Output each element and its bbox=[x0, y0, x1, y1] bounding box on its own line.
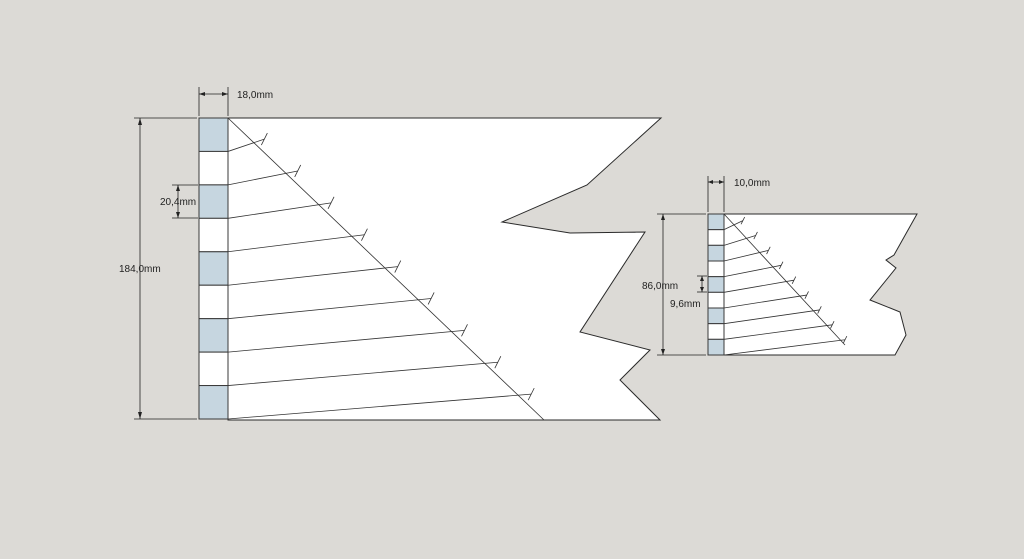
large-taper-line bbox=[227, 117, 545, 421]
small-hatch-line bbox=[723, 250, 769, 262]
small-hatch-line bbox=[723, 294, 807, 309]
small-hatch-tick bbox=[740, 216, 746, 225]
large-hatch-tick bbox=[527, 387, 535, 401]
large-hatch-tick bbox=[260, 132, 268, 146]
small-hatch-tick bbox=[817, 306, 822, 314]
large-hatch-line bbox=[227, 234, 365, 253]
large-hatch-tick bbox=[294, 164, 302, 178]
small-strip-segment bbox=[707, 307, 725, 325]
small-segment-strip bbox=[707, 213, 725, 356]
large-part: 18,0mm 184,0mm 20,4mm bbox=[119, 87, 663, 421]
large-hatch-line bbox=[227, 138, 265, 152]
large-strip-segment bbox=[198, 385, 229, 420]
small-taper-line bbox=[723, 213, 846, 346]
large-height-label: 184,0mm bbox=[119, 264, 161, 275]
small-height-dimension: 86,0mm bbox=[642, 213, 706, 356]
large-hatch-lines bbox=[227, 132, 535, 420]
large-strip-segment bbox=[198, 284, 229, 320]
large-hatch-tick bbox=[361, 228, 368, 241]
small-strip-segment bbox=[707, 244, 725, 262]
small-width-dimension: 10,0mm bbox=[707, 176, 770, 212]
small-segment-label: 9,6mm bbox=[670, 299, 701, 310]
small-hatch-line bbox=[723, 235, 756, 246]
large-hatch-line bbox=[227, 170, 298, 186]
small-hatch-line bbox=[723, 264, 782, 278]
large-strip-segment bbox=[198, 150, 229, 186]
small-part: 10,0mm 86,0mm 9,6mm bbox=[642, 176, 918, 356]
large-hatch-line bbox=[227, 361, 498, 386]
large-strip-segment bbox=[198, 184, 229, 219]
small-width-label: 10,0mm bbox=[734, 178, 770, 189]
large-strip-segment bbox=[198, 217, 229, 253]
small-hatch-line bbox=[723, 309, 820, 325]
large-hatch-tick bbox=[494, 356, 502, 369]
large-hatch-line bbox=[227, 298, 432, 320]
small-hatch-line bbox=[723, 324, 833, 340]
small-strip-segment bbox=[707, 260, 725, 278]
large-width-label: 18,0mm bbox=[237, 90, 273, 101]
small-strip-segment bbox=[707, 338, 725, 356]
large-segment-dimension: 20,4mm bbox=[160, 184, 198, 219]
small-hatch-lines bbox=[723, 216, 848, 356]
small-strip-segment bbox=[707, 276, 725, 293]
large-hatch-line bbox=[227, 393, 532, 420]
large-hatch-tick bbox=[427, 292, 435, 305]
small-hatch-tick bbox=[753, 231, 758, 240]
large-hatch-tick bbox=[327, 196, 335, 210]
large-hatch-tick bbox=[461, 324, 468, 337]
small-hatch-tick bbox=[804, 291, 809, 299]
small-hatch-line bbox=[723, 220, 744, 231]
small-hatch-tick bbox=[791, 276, 797, 284]
large-strip-segment bbox=[198, 351, 229, 387]
small-hatch-tick bbox=[766, 246, 771, 255]
large-hatch-tick bbox=[394, 260, 402, 273]
small-hatch-line bbox=[723, 339, 846, 356]
small-strip-segment bbox=[707, 229, 725, 246]
large-strip-segment bbox=[198, 117, 229, 152]
small-strip-segment bbox=[707, 213, 725, 231]
large-strip-segment bbox=[198, 251, 229, 286]
small-hatch-tick bbox=[842, 335, 848, 344]
small-hatch-tick bbox=[779, 261, 784, 270]
large-hatch-line bbox=[227, 202, 332, 219]
small-strip-segment bbox=[707, 323, 725, 340]
small-strip-segment bbox=[707, 291, 725, 309]
large-segment-strip bbox=[198, 117, 229, 420]
large-width-dimension: 18,0mm bbox=[198, 87, 273, 116]
large-strip-segment bbox=[198, 318, 229, 353]
large-hatch-line bbox=[227, 266, 398, 286]
large-height-dimension: 184,0mm bbox=[119, 117, 197, 420]
large-segment-label: 20,4mm bbox=[160, 197, 196, 208]
small-segment-dimension: 9,6mm bbox=[670, 275, 707, 310]
large-plate-outline bbox=[227, 117, 663, 421]
small-plate-outline bbox=[723, 213, 918, 356]
small-height-label: 86,0mm bbox=[642, 281, 678, 292]
small-hatch-tick bbox=[830, 321, 835, 329]
small-hatch-line bbox=[723, 279, 795, 293]
large-hatch-line bbox=[227, 329, 465, 353]
